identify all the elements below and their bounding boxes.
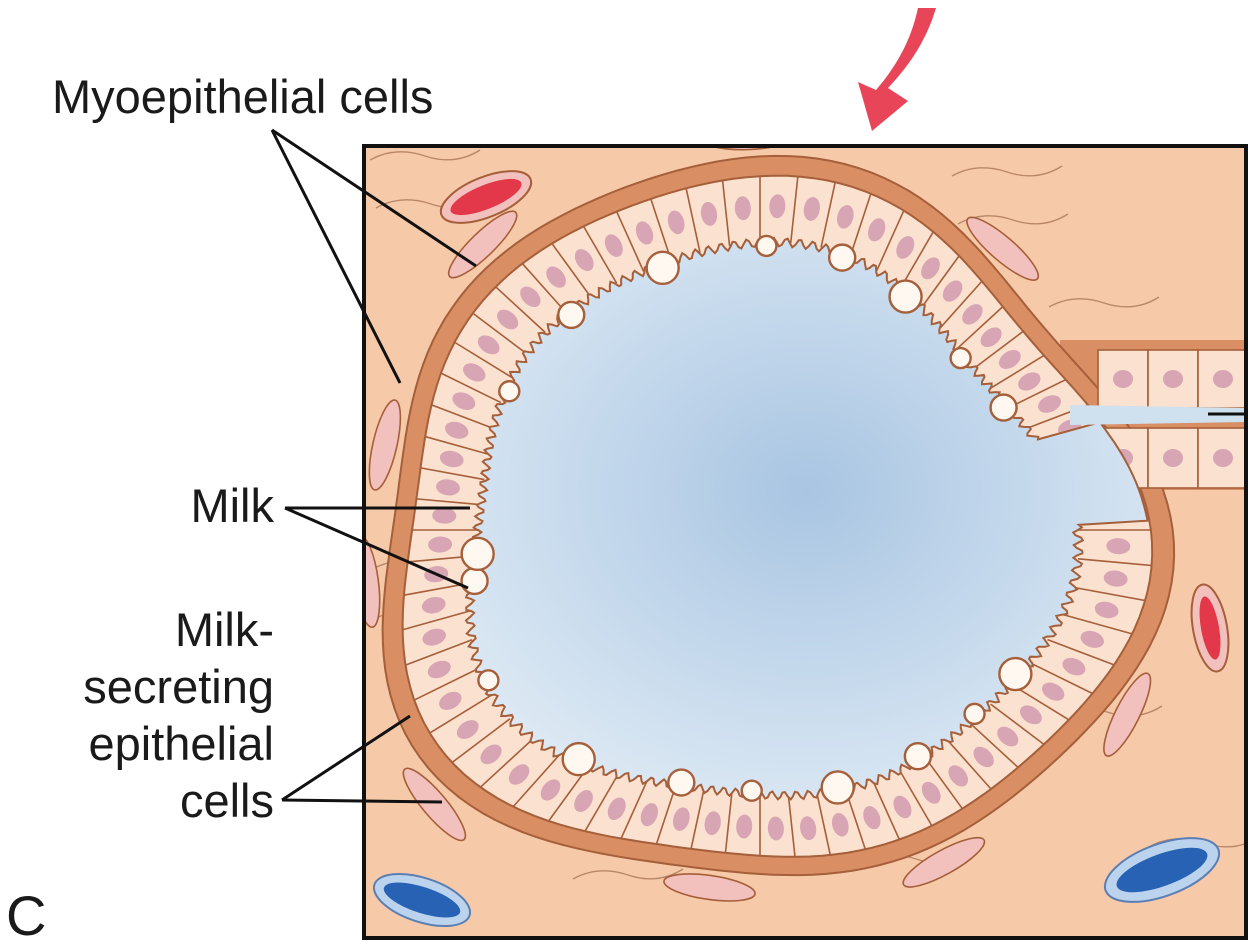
milk-droplet <box>462 568 488 594</box>
milk-droplet <box>462 538 494 570</box>
milk-label: Milk <box>190 479 274 532</box>
nucleus <box>1113 370 1133 388</box>
milk-droplet <box>965 704 985 724</box>
milk-droplet <box>647 252 679 284</box>
tissue-panel <box>348 124 1248 938</box>
milk-droplet <box>499 381 519 401</box>
secreting-label-line2: secreting <box>83 660 274 713</box>
nucleus <box>1213 449 1233 467</box>
milk-droplet <box>999 658 1031 690</box>
milk-droplet <box>951 348 971 368</box>
nucleus <box>1213 370 1233 388</box>
curved-arrow-icon <box>858 8 936 131</box>
secreting-label-line1: Milk- <box>175 603 274 656</box>
nucleus <box>1163 370 1183 388</box>
milk-droplet <box>478 670 498 690</box>
milk-droplet <box>558 302 584 328</box>
nucleus <box>1163 449 1183 467</box>
milk-droplet <box>991 395 1017 421</box>
milk-droplet <box>756 236 776 256</box>
milk-droplet <box>563 743 595 775</box>
milk-droplet <box>890 281 922 313</box>
secreting-label-line4: cells <box>180 774 274 827</box>
milk-droplet <box>829 245 855 271</box>
myoepithelial-label: Myoepithelial cells <box>52 70 433 123</box>
milk-droplet <box>822 771 854 803</box>
panel-letter: C <box>6 884 46 945</box>
milk-droplet <box>668 770 694 796</box>
milk-droplet <box>905 743 931 769</box>
secreting-label-line3: epithelial <box>88 717 274 770</box>
milk-droplet <box>742 781 762 801</box>
